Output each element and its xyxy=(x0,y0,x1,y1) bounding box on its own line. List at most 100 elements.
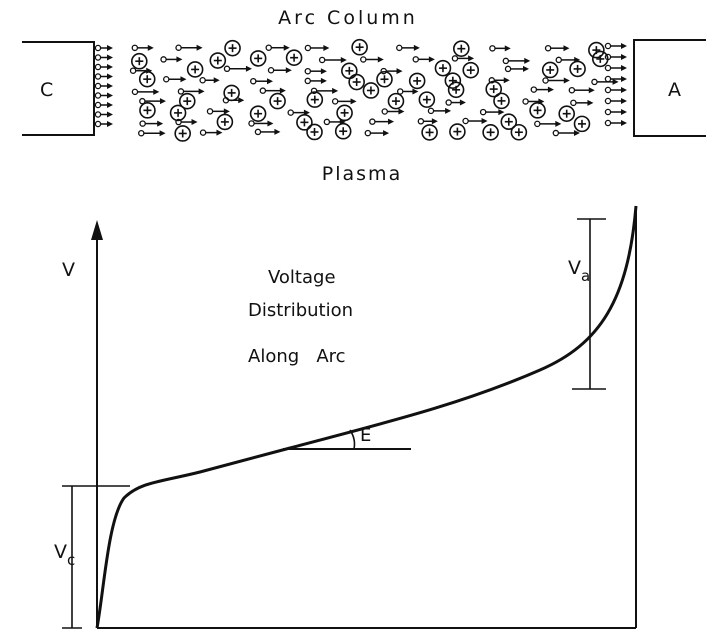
electron-icon xyxy=(310,87,339,95)
electron-icon xyxy=(175,118,198,126)
field-gradient-marker: E xyxy=(283,425,411,450)
electron-icon xyxy=(304,67,327,75)
electron-icon xyxy=(604,97,627,105)
electron-icon xyxy=(259,87,286,94)
voltage-axis xyxy=(91,220,103,628)
electron-icon xyxy=(552,129,580,137)
positive-ion-icon xyxy=(341,62,358,80)
electron-icon xyxy=(488,77,510,84)
electron-icon xyxy=(479,108,505,116)
positive-ion-icon xyxy=(224,39,241,57)
positive-ion-icon xyxy=(444,72,462,89)
electron-icon xyxy=(530,86,554,93)
electron-icon xyxy=(604,42,627,50)
svg-text:Va: Va xyxy=(568,257,590,285)
graph-title-line-1: Voltage xyxy=(268,267,336,288)
positive-ion-icon xyxy=(485,80,503,98)
positive-ion-icon xyxy=(209,52,227,69)
electron-icon xyxy=(604,53,627,61)
electron-icon xyxy=(94,54,113,61)
positive-ion-icon xyxy=(558,105,575,122)
positive-ion-icon xyxy=(362,82,380,99)
positive-ion-icon xyxy=(500,113,518,131)
positive-ion-icon xyxy=(569,60,586,78)
positive-ion-icon xyxy=(351,38,368,56)
electron-icon xyxy=(462,117,488,125)
positive-ion-icon xyxy=(421,124,438,141)
graph-title-line-2: Distribution xyxy=(248,300,353,321)
electron-icon xyxy=(360,56,384,63)
cathode-drop-marker: Vc xyxy=(54,485,130,629)
voltage-curve xyxy=(95,205,638,629)
anode-drop-label: V xyxy=(568,257,581,279)
electron-icon xyxy=(250,77,273,85)
positive-ion-icon xyxy=(186,61,204,78)
positive-ion-icon xyxy=(462,61,480,79)
electron-icon xyxy=(131,88,160,96)
electron-icon xyxy=(542,77,570,84)
electron-icon xyxy=(94,120,113,128)
electron-icon xyxy=(139,97,166,105)
electron-icon xyxy=(381,108,405,115)
graph-title-line-3: Along Arc xyxy=(248,346,346,367)
positive-ion-icon xyxy=(269,92,286,110)
electron-icon xyxy=(267,67,292,74)
electron-icon xyxy=(445,99,466,106)
positive-ion-icon xyxy=(529,102,546,119)
cathode-electrode: C xyxy=(22,41,95,136)
positive-ion-icon xyxy=(541,61,559,79)
electron-icon xyxy=(534,120,562,128)
positive-ion-icon xyxy=(249,50,267,67)
positive-ion-icon xyxy=(588,41,605,59)
positive-ion-icon xyxy=(139,102,156,119)
positive-ion-icon xyxy=(334,122,352,140)
electron-icon xyxy=(604,86,627,94)
gradient-label: E xyxy=(360,425,371,446)
electron-icon xyxy=(568,86,595,94)
electron-icon xyxy=(380,67,403,75)
positive-ion-icon xyxy=(174,125,191,142)
positive-ion-icon xyxy=(510,123,528,141)
electron-icon xyxy=(222,97,245,104)
positive-ion-icon xyxy=(306,123,323,141)
cathode-drop-label: V xyxy=(54,541,67,563)
plasma-caption: Plasma xyxy=(322,163,402,185)
electron-icon xyxy=(318,56,347,64)
positive-ion-icon xyxy=(296,114,313,131)
electron-icon xyxy=(177,88,205,95)
positive-ion-icon xyxy=(493,92,510,110)
positive-ion-icon xyxy=(482,124,499,141)
electron-icon xyxy=(396,88,419,95)
electron-icon xyxy=(162,76,187,83)
electron-icon xyxy=(265,44,290,51)
electron-icon xyxy=(604,119,627,127)
electron-icon xyxy=(331,98,357,105)
electron-icon xyxy=(396,44,420,52)
positive-ion-icon xyxy=(249,105,267,122)
positive-ion-icon xyxy=(131,52,148,70)
svg-text:Vc: Vc xyxy=(54,541,75,569)
electron-icon xyxy=(412,56,435,63)
electron-icon xyxy=(94,92,113,99)
electron-icon xyxy=(175,44,203,51)
positive-ion-icon xyxy=(376,70,393,88)
positive-ion-icon xyxy=(591,50,609,68)
electron-icon xyxy=(417,118,438,125)
positive-ion-icon xyxy=(449,123,466,140)
positive-ion-icon xyxy=(408,72,426,90)
electron-icon xyxy=(604,108,627,116)
electron-icon xyxy=(94,63,113,71)
electron-icon xyxy=(304,77,327,85)
arc-column-title: Arc Column xyxy=(278,7,418,29)
electron-icon xyxy=(451,55,475,62)
electron-icon xyxy=(604,64,627,72)
anode-drop-subscript: a xyxy=(581,267,590,285)
positive-ion-icon xyxy=(285,49,303,66)
electron-icon xyxy=(160,56,183,63)
electron-icon xyxy=(570,99,594,107)
electron-icon xyxy=(138,129,166,137)
electron-icon xyxy=(94,73,113,80)
positive-ion-icon xyxy=(453,40,470,57)
anode-electrode: A xyxy=(633,39,706,137)
